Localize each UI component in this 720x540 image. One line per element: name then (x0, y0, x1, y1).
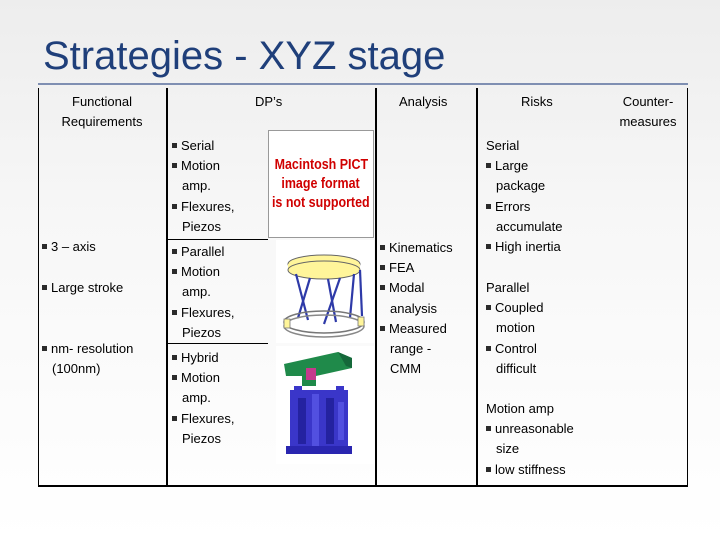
bullet-icon (172, 264, 181, 279)
table-frame (38, 88, 688, 487)
analysis-text: Kinematics FEA Modal analysis Measured r… (380, 238, 453, 379)
risks-motion-amp-text: Motion amp unreasonable size low stiffne… (486, 401, 574, 477)
bullet-icon (486, 158, 495, 173)
bullet-icon (42, 280, 51, 295)
bullet-icon (486, 199, 495, 214)
bullet-icon (172, 138, 181, 153)
column-divider-2 (375, 88, 377, 487)
bullet-icon (42, 341, 51, 356)
bullet-icon (380, 240, 389, 255)
bullet-icon (486, 300, 495, 315)
risks-serial-text: Serial Large package Errors accumulate H… (486, 138, 563, 255)
requirement-item: 3 – axis (42, 237, 96, 257)
bullet-icon (380, 321, 389, 336)
bullet-icon (486, 462, 495, 477)
requirement-item: nm- resolution (100nm) (42, 339, 133, 379)
bullet-icon (172, 305, 181, 320)
dp-row-divider-1 (166, 239, 268, 240)
bullet-icon (486, 239, 495, 254)
header-functional-requirements: Functional Requirements (61, 94, 143, 130)
dp-parallel-text: Parallel Motion amp. Flexures, Piezos (172, 242, 234, 343)
title-underline (38, 83, 688, 85)
column-divider-3 (476, 88, 478, 487)
bullet-icon (380, 260, 389, 275)
header-dps: DP’s (255, 94, 283, 109)
dp-row-divider-2 (166, 343, 268, 344)
bullet-icon (172, 244, 181, 259)
bullet-icon (380, 280, 389, 295)
bullet-icon (172, 350, 181, 365)
bullet-icon (172, 158, 181, 173)
header-risks: Risks (521, 94, 553, 109)
hybrid-stage-figure (276, 346, 374, 464)
parallel-stage-figure (276, 240, 374, 343)
bullet-icon (172, 199, 181, 214)
bullet-icon (172, 370, 181, 385)
bullet-icon (486, 421, 495, 436)
header-countermeasures: Counter- measures (619, 94, 677, 130)
hybrid-stage-icon (284, 352, 352, 454)
dp-serial-text: Serial Motion amp. Flexures, Piezos (172, 136, 234, 237)
risks-parallel-text: Parallel Coupled motion Control difficul… (486, 280, 544, 376)
bullet-icon (172, 411, 181, 426)
requirement-item: Large stroke (42, 278, 123, 298)
slide-title: Strategies - XYZ stage (43, 34, 446, 78)
dp-hybrid-text: Hybrid Motion amp. Flexures, Piezos (172, 348, 234, 449)
header-analysis: Analysis (399, 94, 448, 109)
bullet-icon (42, 239, 51, 254)
bullet-icon (486, 341, 495, 356)
hexapod-stage-icon (283, 254, 365, 338)
column-divider-1 (166, 88, 168, 487)
pict-unsupported-image: Macintosh PICT image format is not suppo… (268, 130, 374, 238)
